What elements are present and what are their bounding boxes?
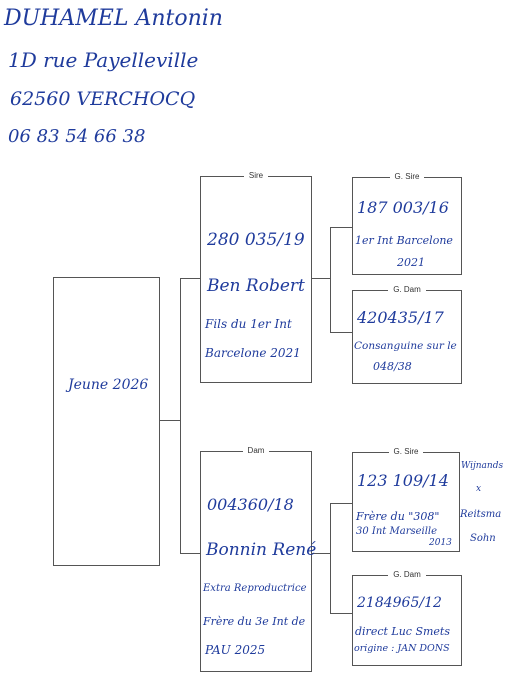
connector-dam-trunk [310,553,330,555]
sire-dam-box: G. Dam 420435/17 Consanguine sur le 048/… [352,285,462,384]
owner-street: 1D rue Payelleville [8,48,199,72]
sire-ring: 280 035/19 [207,230,305,250]
sire-name: Ben Robert [207,276,305,296]
connector-sire-dam [330,332,352,334]
connector-subject-trunk [158,420,180,422]
sire-label: Sire [201,170,311,182]
dam-ring: 004360/18 [207,495,294,514]
dam-name: Bonnin René [206,540,317,560]
connector-sire-vertical [330,227,332,333]
dam-dam-note-1: direct Luc Smets [355,625,450,638]
dam-sire-note-1: Frère du "308" [356,510,440,523]
dam-box: Dam 004360/18 Bonnin René Extra Reproduc… [200,446,316,672]
dam-note-2: Frère du 3e Int de [203,615,306,628]
dam-label: Dam [201,445,311,457]
side-note-3: Reitsma [460,509,502,520]
dam-sire-note-3: 2013 [429,538,452,548]
owner-city: 62560 VERCHOCQ [10,88,196,110]
dam-dam-note-2: origine : JAN DONS [354,643,450,654]
sire-dam-label: G. Dam [353,284,461,296]
dam-note-1: Extra Reproductrice [203,583,307,594]
owner-name: DUHAMEL Antonin [4,6,223,31]
connector-sire-trunk [310,278,330,280]
dam-sire-label: G. Sire [353,446,459,458]
dam-dam-ring: 2184965/12 [357,595,442,611]
side-note-2: x [476,484,482,494]
sire-note-1: Fils du 1er Int [205,317,292,331]
connector-dam [180,553,200,555]
dam-sire-ring: 123 109/14 [357,471,449,490]
connector-parents-vertical [180,278,182,554]
connector-sire-sire [330,227,352,229]
sire-sire-ring: 187 003/16 [357,198,449,217]
sire-note-2: Barcelone 2021 [205,346,301,360]
sire-sire-box: G. Sire 187 003/16 1er Int Barcelone 202… [352,172,462,275]
sire-dam-ring: 420435/17 [357,308,444,327]
connector-sire [180,278,200,280]
dam-dam-box: G. Dam 2184965/12 direct Luc Smets origi… [352,570,462,666]
connector-dam-vertical [330,503,332,614]
subject-box: Jeune 2026 [53,277,160,566]
dam-sire-box: G. Sire 123 109/14 Frère du "308" 30 Int… [352,447,460,552]
side-note-1: Wijnands [461,461,504,471]
dam-dam-label: G. Dam [353,569,461,581]
owner-phone: 06 83 54 66 38 [8,126,146,147]
sire-sire-note-1: 1er Int Barcelone [355,234,453,247]
sire-dam-note-2: 048/38 [373,360,412,373]
sire-box: Sire 280 035/19 Ben Robert Fils du 1er I… [200,171,312,383]
sire-dam-note-1: Consanguine sur le [354,340,457,352]
connector-dam-sire [330,503,352,505]
connector-dam-dam [330,613,352,615]
sire-sire-label: G. Sire [353,171,461,183]
dam-sire-note-2: 30 Int Marseille [356,526,438,537]
dam-note-3: PAU 2025 [205,643,266,657]
sire-sire-note-2: 2021 [397,256,425,269]
side-note-4: Sohn [470,533,496,544]
subject-name: Jeune 2026 [68,377,149,393]
